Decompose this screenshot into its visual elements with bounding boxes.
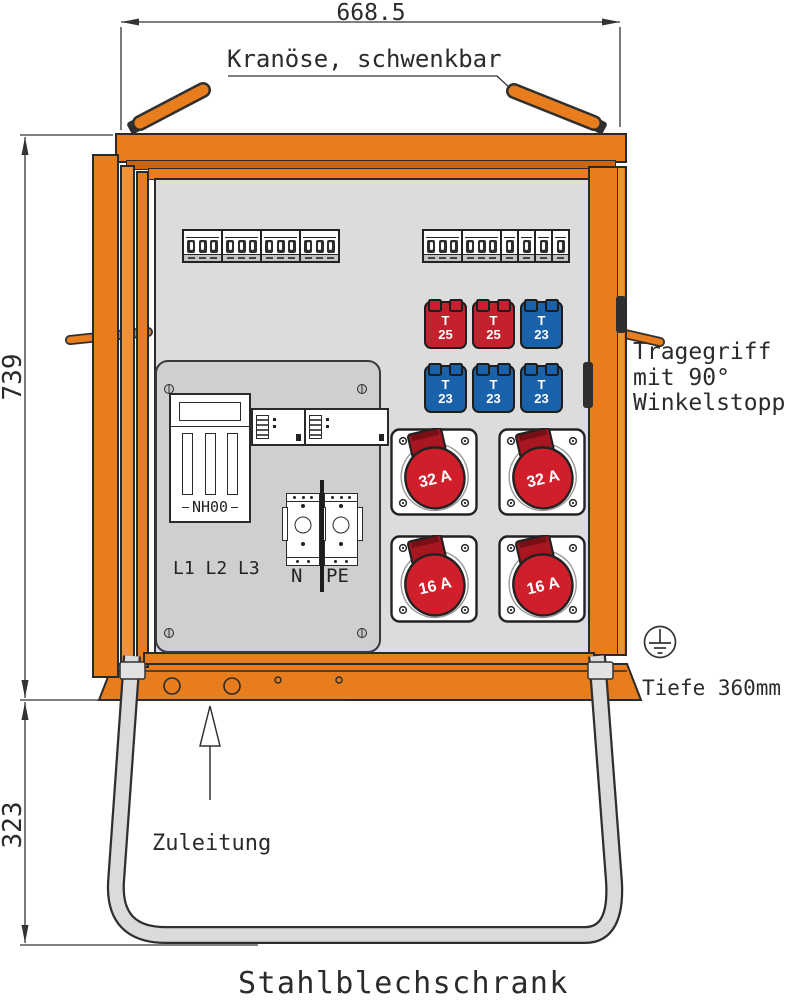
pe-busbar — [320, 480, 324, 592]
depth-label: Tiefe 360mm — [642, 676, 782, 700]
cee-socket-32A: 32 A — [498, 428, 586, 516]
cabinet-top-bar — [115, 133, 627, 163]
dim-width-label: 668.5 — [336, 0, 406, 26]
mcb-3pole — [221, 229, 262, 263]
panel-screw — [357, 384, 367, 394]
panel-screw — [357, 628, 367, 638]
dim-arrow — [21, 702, 29, 720]
dim-arrow — [121, 18, 139, 26]
plinth-screw — [335, 676, 343, 684]
cee-socket-32A: 32 A — [390, 428, 478, 516]
plinth-screw — [274, 676, 282, 684]
breaker-row-left — [182, 229, 340, 263]
cee-socket-16A: 16 A — [498, 535, 586, 623]
cee-socket-16A: 16 A — [390, 535, 478, 623]
right-frame-edge — [617, 168, 624, 654]
dim-arrow — [602, 18, 620, 26]
terminal-pe — [319, 493, 363, 566]
phase-labels: L1 L2 L3 — [173, 558, 260, 579]
crane-eye-right-icon — [506, 83, 602, 131]
tube-stand — [106, 655, 624, 944]
svg-text:32 A: 32 A — [417, 467, 454, 491]
terminal-n — [281, 493, 325, 566]
bottom-rail — [143, 652, 595, 665]
earth-icon — [643, 625, 677, 659]
door-strip-inner — [136, 171, 149, 668]
mcb-1pole — [551, 229, 570, 263]
contactor-module — [253, 410, 306, 444]
dim-arrow — [21, 680, 29, 698]
mcb-3pole — [182, 229, 223, 263]
nh00-label: NH00 — [171, 498, 249, 516]
nh00-fuse-slots — [171, 433, 249, 495]
dimension-width — [120, 21, 621, 130]
nh00-handle — [179, 402, 241, 421]
svg-text:16 A: 16 A — [417, 574, 454, 598]
plinth-hole — [163, 677, 181, 695]
dim-arrow — [21, 925, 29, 943]
mcb-3pole — [461, 229, 502, 263]
mcb-3pole — [299, 229, 340, 263]
door-strip-outer — [92, 154, 119, 678]
dim-stand-label: 323 — [0, 801, 28, 849]
door-strip-mid — [120, 165, 135, 672]
contactor-strip — [251, 408, 389, 446]
panel-screw — [164, 628, 174, 638]
svg-text:16 A: 16 A — [525, 574, 562, 598]
mcb-3pole — [260, 229, 301, 263]
dim-arrow — [21, 137, 29, 155]
cabinet-bottom-plinth — [97, 663, 643, 701]
plinth-hole — [223, 677, 241, 695]
breaker-row-right — [422, 229, 570, 263]
supply-arrow-icon — [199, 705, 221, 800]
pe-label: PE — [326, 565, 349, 587]
drawing-caption: Stahlblechschrank — [238, 966, 569, 1000]
dimension-stand — [20, 702, 258, 946]
mcb-3pole — [422, 229, 463, 263]
crane-label-leader — [228, 75, 511, 89]
cabinet-right-frame — [588, 166, 627, 656]
contactor-module — [306, 410, 387, 444]
svg-text:32 A: 32 A — [525, 467, 562, 491]
supply-label: Zuleitung — [152, 831, 272, 856]
nh00-fuse-switch: NH00 — [169, 393, 251, 523]
crane-eye-left-icon — [132, 82, 211, 131]
mcb-1pole — [517, 229, 536, 263]
neutral-label: N — [291, 565, 303, 587]
dim-height-label: 739 — [0, 353, 28, 401]
crane-label: Kranöse, schwenkbar — [227, 45, 502, 73]
